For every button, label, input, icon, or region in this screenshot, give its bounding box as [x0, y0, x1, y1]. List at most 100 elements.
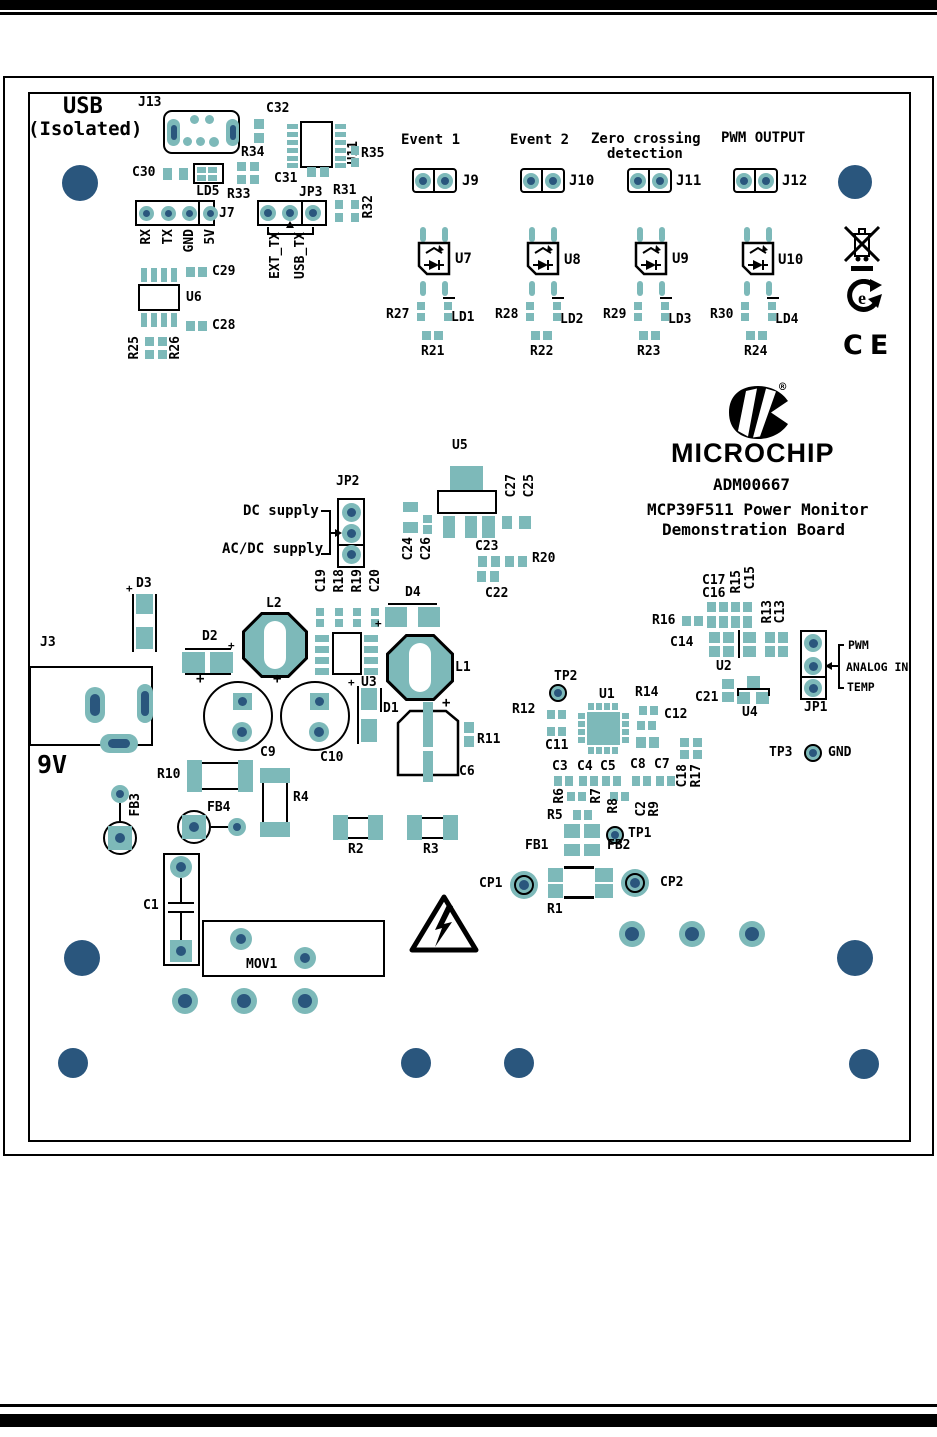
- ref-r32: R32: [361, 195, 376, 219]
- pad: [551, 227, 557, 242]
- pad: [351, 146, 359, 155]
- pad: [584, 844, 600, 856]
- pad: [723, 646, 734, 657]
- pad: [287, 132, 298, 137]
- ref-u1: U1: [599, 687, 615, 702]
- mounting-hole: [58, 1048, 88, 1078]
- ref-ld2: LD2: [560, 312, 584, 327]
- pad: [632, 776, 640, 786]
- hole-center: [745, 927, 759, 941]
- tp3-gnd-label: GND: [828, 745, 852, 760]
- pad: [254, 133, 264, 143]
- pad: [531, 331, 540, 340]
- l1-center: [409, 643, 431, 692]
- ref-c12: C12: [664, 707, 688, 722]
- ref-j3: J3: [40, 635, 56, 650]
- pad: [403, 502, 418, 512]
- ref-c28: C28: [212, 318, 236, 333]
- pad: [707, 616, 716, 628]
- pad: [650, 706, 658, 715]
- ref-fb3: FB3: [128, 793, 143, 817]
- pad: [335, 163, 346, 168]
- pad: [639, 331, 648, 340]
- pad: [161, 268, 167, 282]
- ref-u3: U3: [361, 675, 377, 690]
- bracket: [838, 687, 844, 689]
- polarity-mark: [552, 297, 564, 299]
- ref-fb2: FB2: [607, 838, 631, 853]
- ref-r17: R17: [689, 764, 704, 788]
- jp2-dc-supply-label: DC supply: [243, 503, 319, 519]
- polarity-mark: [380, 688, 382, 712]
- resistor-outline: [564, 866, 594, 869]
- ref-r4: R4: [293, 790, 309, 805]
- ref-c14: C14: [670, 635, 694, 650]
- weee-bin-icon: [843, 225, 881, 271]
- microchip-logo: [729, 386, 788, 439]
- polarity-mark: [185, 648, 231, 650]
- mounting-hole: [401, 1048, 431, 1078]
- pad: [558, 710, 566, 719]
- ref-fb4: FB4: [207, 800, 231, 815]
- pad: [364, 657, 378, 664]
- pad: [661, 302, 669, 310]
- hole-center: [809, 684, 818, 693]
- pad: [250, 175, 259, 184]
- page-top-rule-thin: [0, 12, 937, 15]
- pad: [371, 619, 379, 627]
- china-rohs-efup-icon: e: [847, 279, 882, 312]
- pad: [741, 302, 749, 310]
- pad: [287, 156, 298, 161]
- cp2-ring: [625, 873, 645, 893]
- ref-jp3: JP3: [299, 185, 323, 200]
- hole-center: [656, 177, 664, 185]
- hole-center: [554, 689, 562, 697]
- pad: [622, 729, 629, 735]
- bracket: [267, 227, 269, 235]
- pad: [743, 602, 752, 612]
- pad: [743, 646, 756, 657]
- ref-r11: R11: [477, 732, 501, 747]
- pad: [548, 884, 563, 898]
- u5-tab-pad: [450, 466, 483, 490]
- ref-r31: R31: [333, 183, 357, 198]
- pad: [661, 313, 669, 321]
- jp3-ext-tx: EXT_TX: [268, 232, 283, 279]
- registered-mark: ®: [779, 380, 787, 394]
- hole-center: [178, 994, 192, 1008]
- pad: [707, 602, 716, 612]
- page-top-rule: [0, 0, 937, 10]
- pad: [136, 627, 153, 649]
- pad: [158, 337, 167, 346]
- u2-outline: [738, 630, 740, 658]
- ref-c18: C18: [675, 764, 690, 788]
- ref-r30: R30: [710, 307, 734, 322]
- pad: [141, 313, 147, 327]
- pad: [335, 608, 343, 616]
- pad: [287, 163, 298, 168]
- ref-cp2: CP2: [660, 875, 684, 890]
- pad: [478, 556, 487, 567]
- pin-separator: [541, 168, 543, 193]
- pad: [612, 703, 618, 710]
- j7-pin-5v: 5V: [203, 229, 218, 245]
- pad: [766, 227, 772, 242]
- pad: [423, 751, 433, 782]
- polarity-plus: +: [228, 639, 235, 652]
- page-bottom-rule: [0, 1414, 937, 1427]
- polarity-mark: [155, 594, 157, 652]
- pad: [553, 302, 561, 310]
- ref-u5: U5: [452, 438, 468, 453]
- pad: [680, 738, 689, 747]
- pad: [693, 750, 702, 759]
- jp1-pin-analog-in: ANALOG IN: [846, 660, 909, 674]
- hole-center: [230, 125, 236, 140]
- pad: [722, 679, 734, 689]
- hole-center: [685, 927, 699, 941]
- pad: [210, 652, 233, 673]
- ref-tp3: TP3: [769, 745, 793, 760]
- ref-tp1: TP1: [628, 826, 652, 841]
- header-zc-subtitle: detection: [607, 146, 683, 162]
- pad: [145, 350, 154, 359]
- pad: [482, 516, 495, 538]
